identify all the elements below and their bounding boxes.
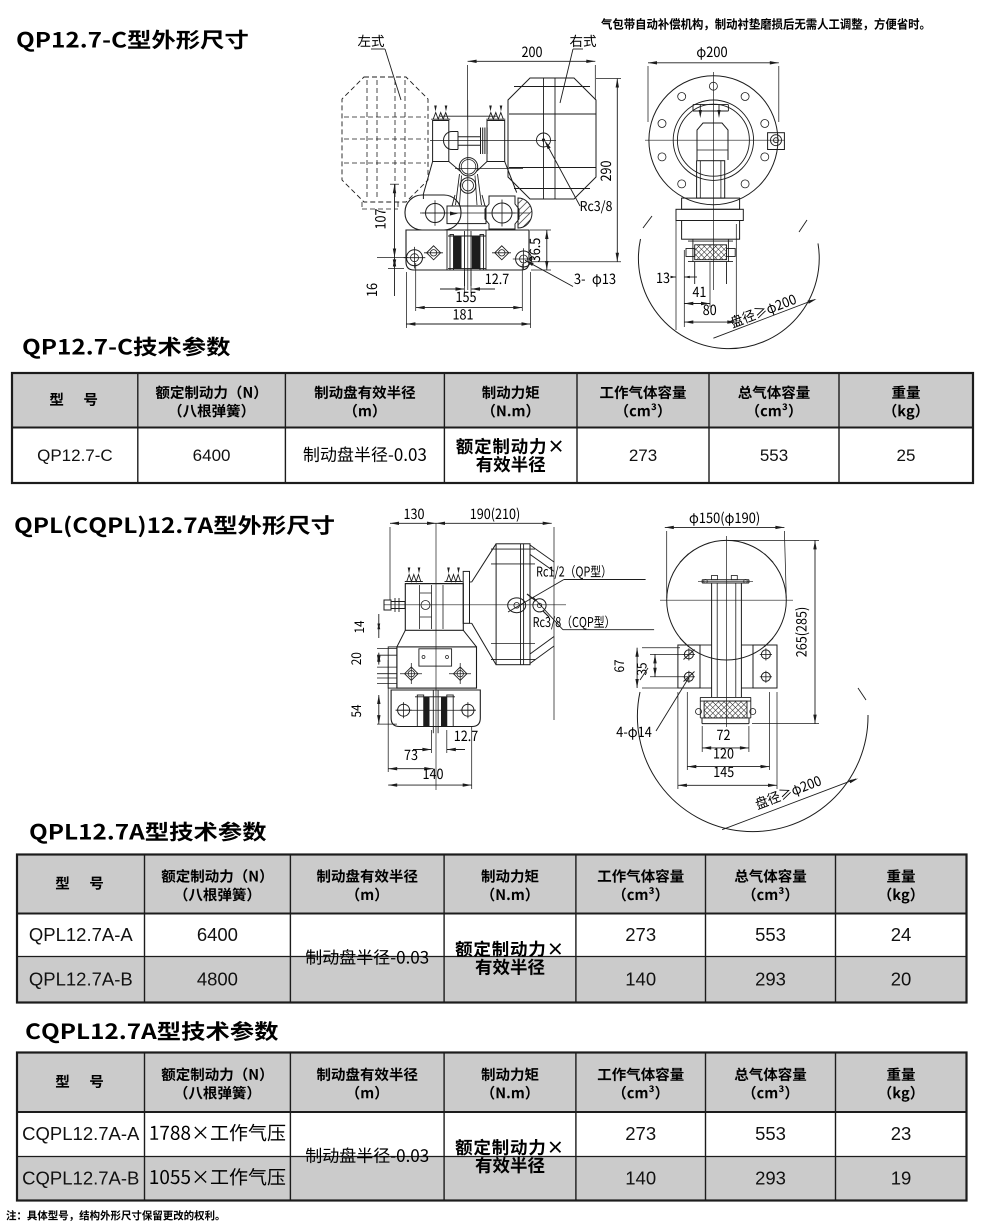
svg-text:QP12.7-C: QP12.7-C [37,446,113,465]
svg-text:140: 140 [625,969,656,990]
svg-text:CQPL12.7A-A: CQPL12.7A-A [22,1123,140,1144]
svg-text:24: 24 [891,924,912,945]
svg-text:20: 20 [891,969,912,990]
svg-text:140: 140 [625,1168,656,1189]
svg-text:293: 293 [755,1168,786,1189]
svg-text:19: 19 [891,1168,912,1189]
svg-text:273: 273 [625,1123,656,1144]
svg-text:CQPL12.7A-B: CQPL12.7A-B [22,1168,139,1189]
svg-text:23: 23 [891,1123,912,1144]
svg-text:553: 553 [755,924,786,945]
svg-text:553: 553 [760,446,788,465]
svg-text:273: 273 [625,924,656,945]
svg-text:QPL12.7A-B: QPL12.7A-B [29,969,133,990]
svg-text:4800: 4800 [197,969,238,990]
svg-text:273: 273 [629,446,657,465]
svg-text:553: 553 [755,1123,786,1144]
svg-text:6400: 6400 [193,446,231,465]
svg-text:6400: 6400 [197,924,238,945]
svg-text:293: 293 [755,969,786,990]
svg-text:QPL12.7A-A: QPL12.7A-A [29,924,134,945]
svg-text:25: 25 [897,446,916,465]
